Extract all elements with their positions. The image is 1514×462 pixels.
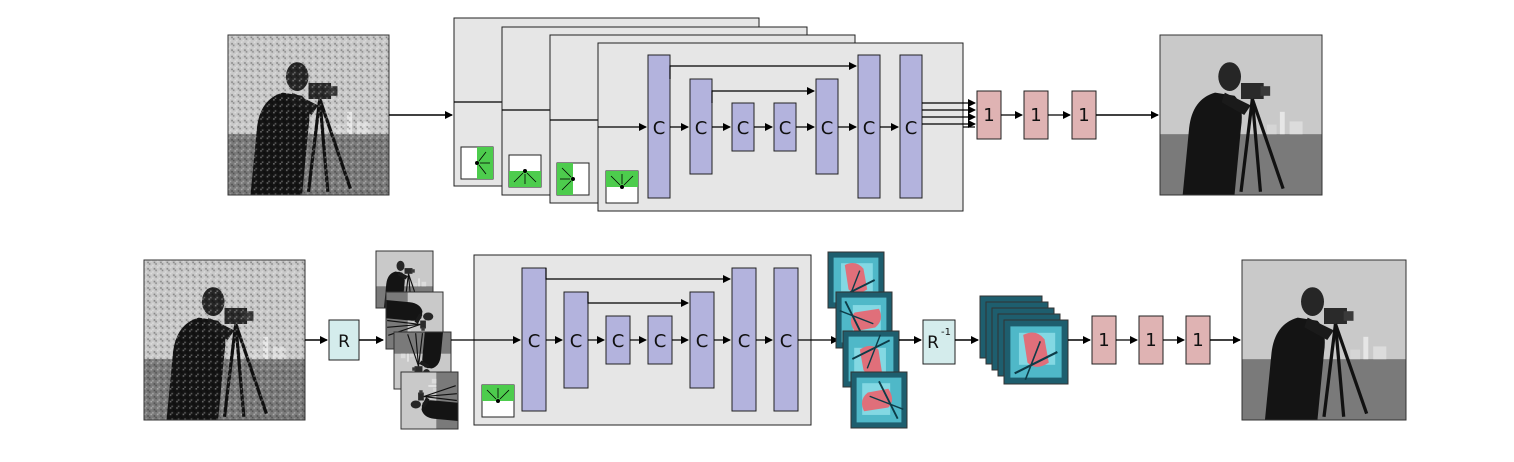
skip-connection [669,62,857,79]
conv-label: C [863,118,876,139]
input-image-bottom [143,259,306,421]
conv-block [605,315,631,365]
aligned-feature-stack [979,295,1069,385]
feature-maps-stack [827,251,908,429]
rotate-label: R [338,332,350,352]
input-image-top [227,34,390,196]
skip-connection [711,87,815,103]
concat-arrows [922,99,976,128]
feature-map [850,371,908,429]
one-by-one-block [976,90,1002,140]
mask-icon-2 [508,154,542,188]
conv-block [899,54,923,199]
conv-label: C [695,118,708,139]
one-by-one-label: 1 [1098,330,1109,351]
mask-icon-bottom [481,384,515,418]
conv-label: C [737,118,750,139]
output-image-top [1159,34,1323,196]
inverse-rotate-superscript: -1 [941,327,951,338]
conv-block [521,267,547,412]
unet-bottom: C C C C C C C [521,267,799,412]
one-by-one-top: 1 1 1 [976,90,1159,140]
one-by-one-bottom: 1 1 1 [1091,315,1241,365]
conv-label: C [696,331,709,352]
one-by-one-block [1091,315,1117,365]
inverse-rotate-label: R [927,333,939,353]
conv-label: C [738,331,751,352]
rotate-block: R [328,319,360,361]
one-by-one-block [1023,90,1049,140]
one-by-one-label: 1 [983,105,994,126]
rotated-image [400,371,459,430]
mask-icon-1 [460,146,494,180]
conv-label: C [528,331,541,352]
conv-label: C [905,118,918,139]
one-by-one-block [1071,90,1097,140]
inverse-rotate-block: R -1 [922,319,956,365]
conv-label: C [654,331,667,352]
conv-label: C [780,331,793,352]
one-by-one-block [1138,315,1164,365]
skip-connection [587,292,689,307]
conv-label: C [612,331,625,352]
unet-top: C C C C C C C [598,54,923,199]
one-by-one-label: 1 [1145,330,1156,351]
mask-icon-3 [556,162,590,196]
one-by-one-block [1185,315,1211,365]
skip-connection [545,268,731,283]
one-by-one-label: 1 [1030,105,1041,126]
rotated-images-stack [375,250,459,430]
conv-block [773,267,799,412]
conv-label: C [821,118,834,139]
output-image-bottom [1241,259,1407,421]
conv-label: C [653,118,666,139]
conv-block [563,291,589,389]
conv-label: C [779,118,792,139]
mask-icon-4 [605,170,639,204]
conv-label: C [570,331,583,352]
one-by-one-label: 1 [1192,330,1203,351]
conv-block [731,267,757,412]
one-by-one-label: 1 [1078,105,1089,126]
